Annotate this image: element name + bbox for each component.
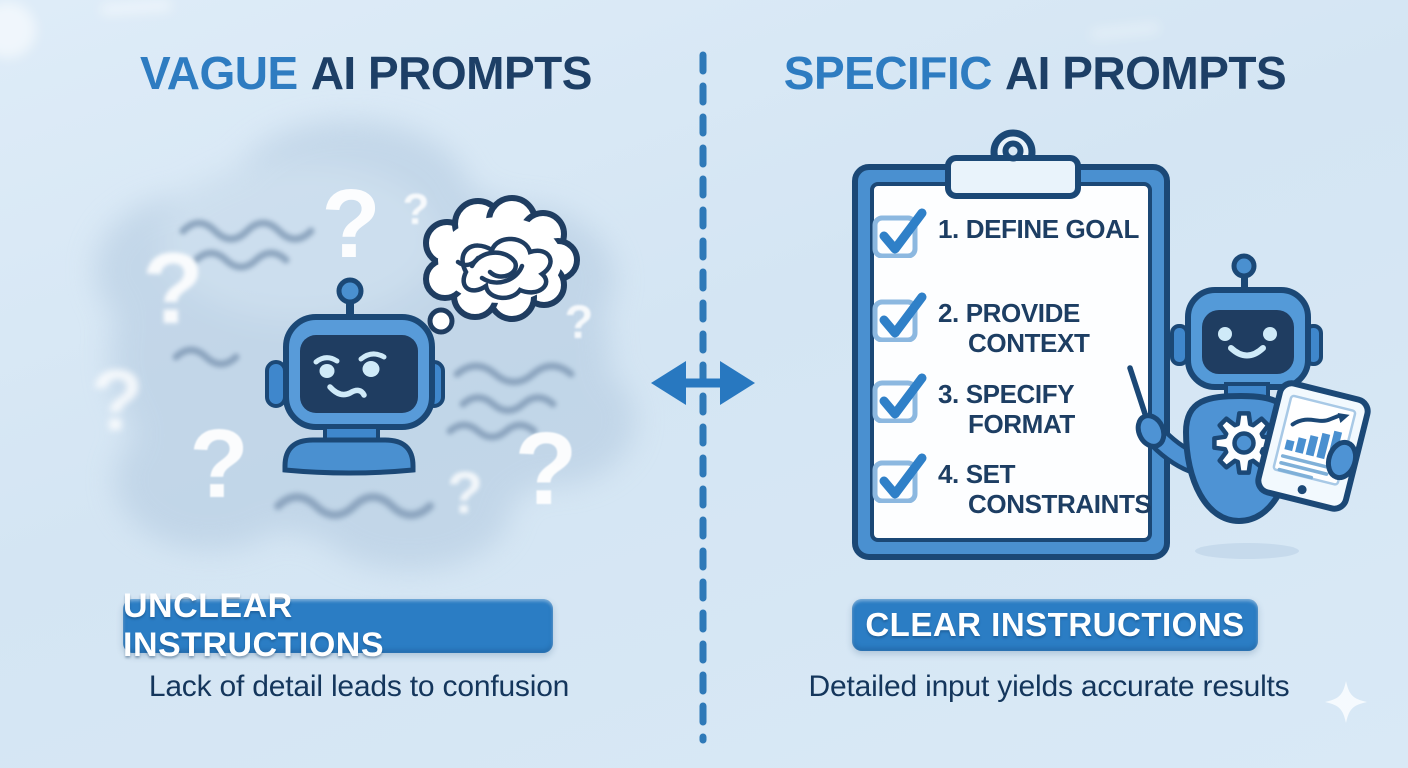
checklist-item-label: 1. DEFINE GOAL	[938, 214, 1139, 244]
robot-ear	[1170, 324, 1189, 366]
tablet-home-button	[1297, 485, 1307, 495]
checklist-item-specify-format: 3. SPECIFY FORMAT	[872, 371, 1146, 439]
happy-face-icon	[1218, 327, 1277, 359]
checklist-item-label: 4. SET CONSTRAINTS	[938, 459, 1152, 519]
clip-hole	[1002, 140, 1024, 162]
question-mark-decoration: ?	[403, 185, 430, 234]
question-mark-decoration: ?	[515, 411, 578, 526]
title-rest-words: AI PROMPTS	[1004, 47, 1287, 99]
title-highlight-word: SPECIFIC	[783, 47, 993, 99]
corner-glow-decoration	[0, 0, 1160, 58]
question-mark-decoration: ?	[447, 460, 483, 526]
robot-hand	[1135, 413, 1167, 449]
checklist-item-label: 2. PROVIDE CONTEXT	[938, 298, 1090, 358]
right-caption: Detailed input yields accurate results	[808, 670, 1290, 703]
scribble-lines-decoration	[172, 219, 575, 519]
checked-checkbox-icon	[872, 453, 927, 503]
question-mark-decoration: ?	[91, 353, 144, 449]
robot-face-screen	[300, 335, 418, 413]
thought-trail-bubble	[427, 307, 455, 335]
checklist-item-provide-context: 2. PROVIDE CONTEXT	[872, 290, 1146, 358]
question-mark-decoration: ?	[321, 169, 380, 278]
robot-body	[282, 437, 416, 476]
worried-face-icon	[313, 351, 387, 398]
checklist-item-label: 3. SPECIFY FORMAT	[938, 379, 1075, 439]
robot-shadow	[1195, 543, 1299, 559]
title-highlight-word: VAGUE	[140, 47, 298, 99]
sparkle-icon	[1325, 681, 1367, 723]
robot-ear	[265, 360, 287, 408]
left-caption: Lack of detail leads to confusion	[148, 670, 570, 703]
checklist-item-define-goal: 1. DEFINE GOAL	[872, 206, 1146, 258]
helper-robot	[1127, 253, 1371, 525]
antenna	[1241, 272, 1248, 292]
checked-checkbox-icon	[872, 208, 927, 258]
left-right-arrow-icon	[651, 361, 755, 405]
question-marks-decoration: ? ? ? ? ? ? ? ?	[91, 169, 594, 526]
robot-hand	[1325, 439, 1359, 481]
gear-icon	[1212, 411, 1276, 475]
clear-instructions-banner: CLEAR INSTRUCTIONS	[852, 599, 1258, 651]
confused-robot	[265, 277, 445, 476]
checked-checkbox-icon	[872, 292, 927, 342]
unclear-instructions-banner: UNCLEAR INSTRUCTIONS	[123, 587, 553, 664]
scribble-tangle-icon	[455, 236, 553, 300]
thought-bubble	[415, 195, 580, 348]
title-rest-words: AI PROMPTS	[310, 47, 593, 99]
question-mark-decoration: ?	[189, 409, 248, 518]
clip-tab	[945, 155, 1081, 199]
robot-face-screen	[1202, 310, 1294, 374]
antenna	[346, 298, 354, 320]
clipboard	[852, 129, 1170, 560]
question-mark-decoration: ?	[565, 295, 594, 348]
checked-checkbox-icon	[872, 373, 927, 423]
checklist-item-set-constraints: 4. SET CONSTRAINTS	[872, 451, 1152, 519]
question-mark-decoration: ?	[142, 233, 204, 345]
